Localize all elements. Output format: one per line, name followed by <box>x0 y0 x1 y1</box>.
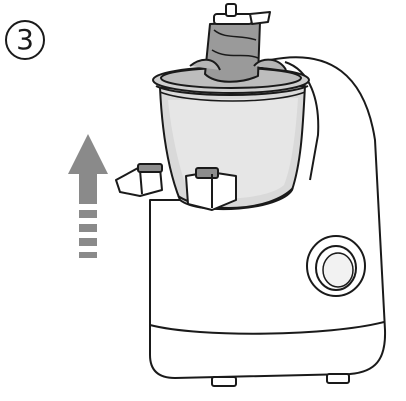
up-arrow-icon <box>68 134 108 258</box>
control-knob <box>306 235 366 297</box>
motor-base <box>149 56 387 387</box>
auger <box>189 3 287 83</box>
step-badge-circle <box>5 20 45 60</box>
juice-spout <box>115 163 163 197</box>
step-number: 3 <box>16 23 34 56</box>
pulp-outlet <box>185 167 237 211</box>
